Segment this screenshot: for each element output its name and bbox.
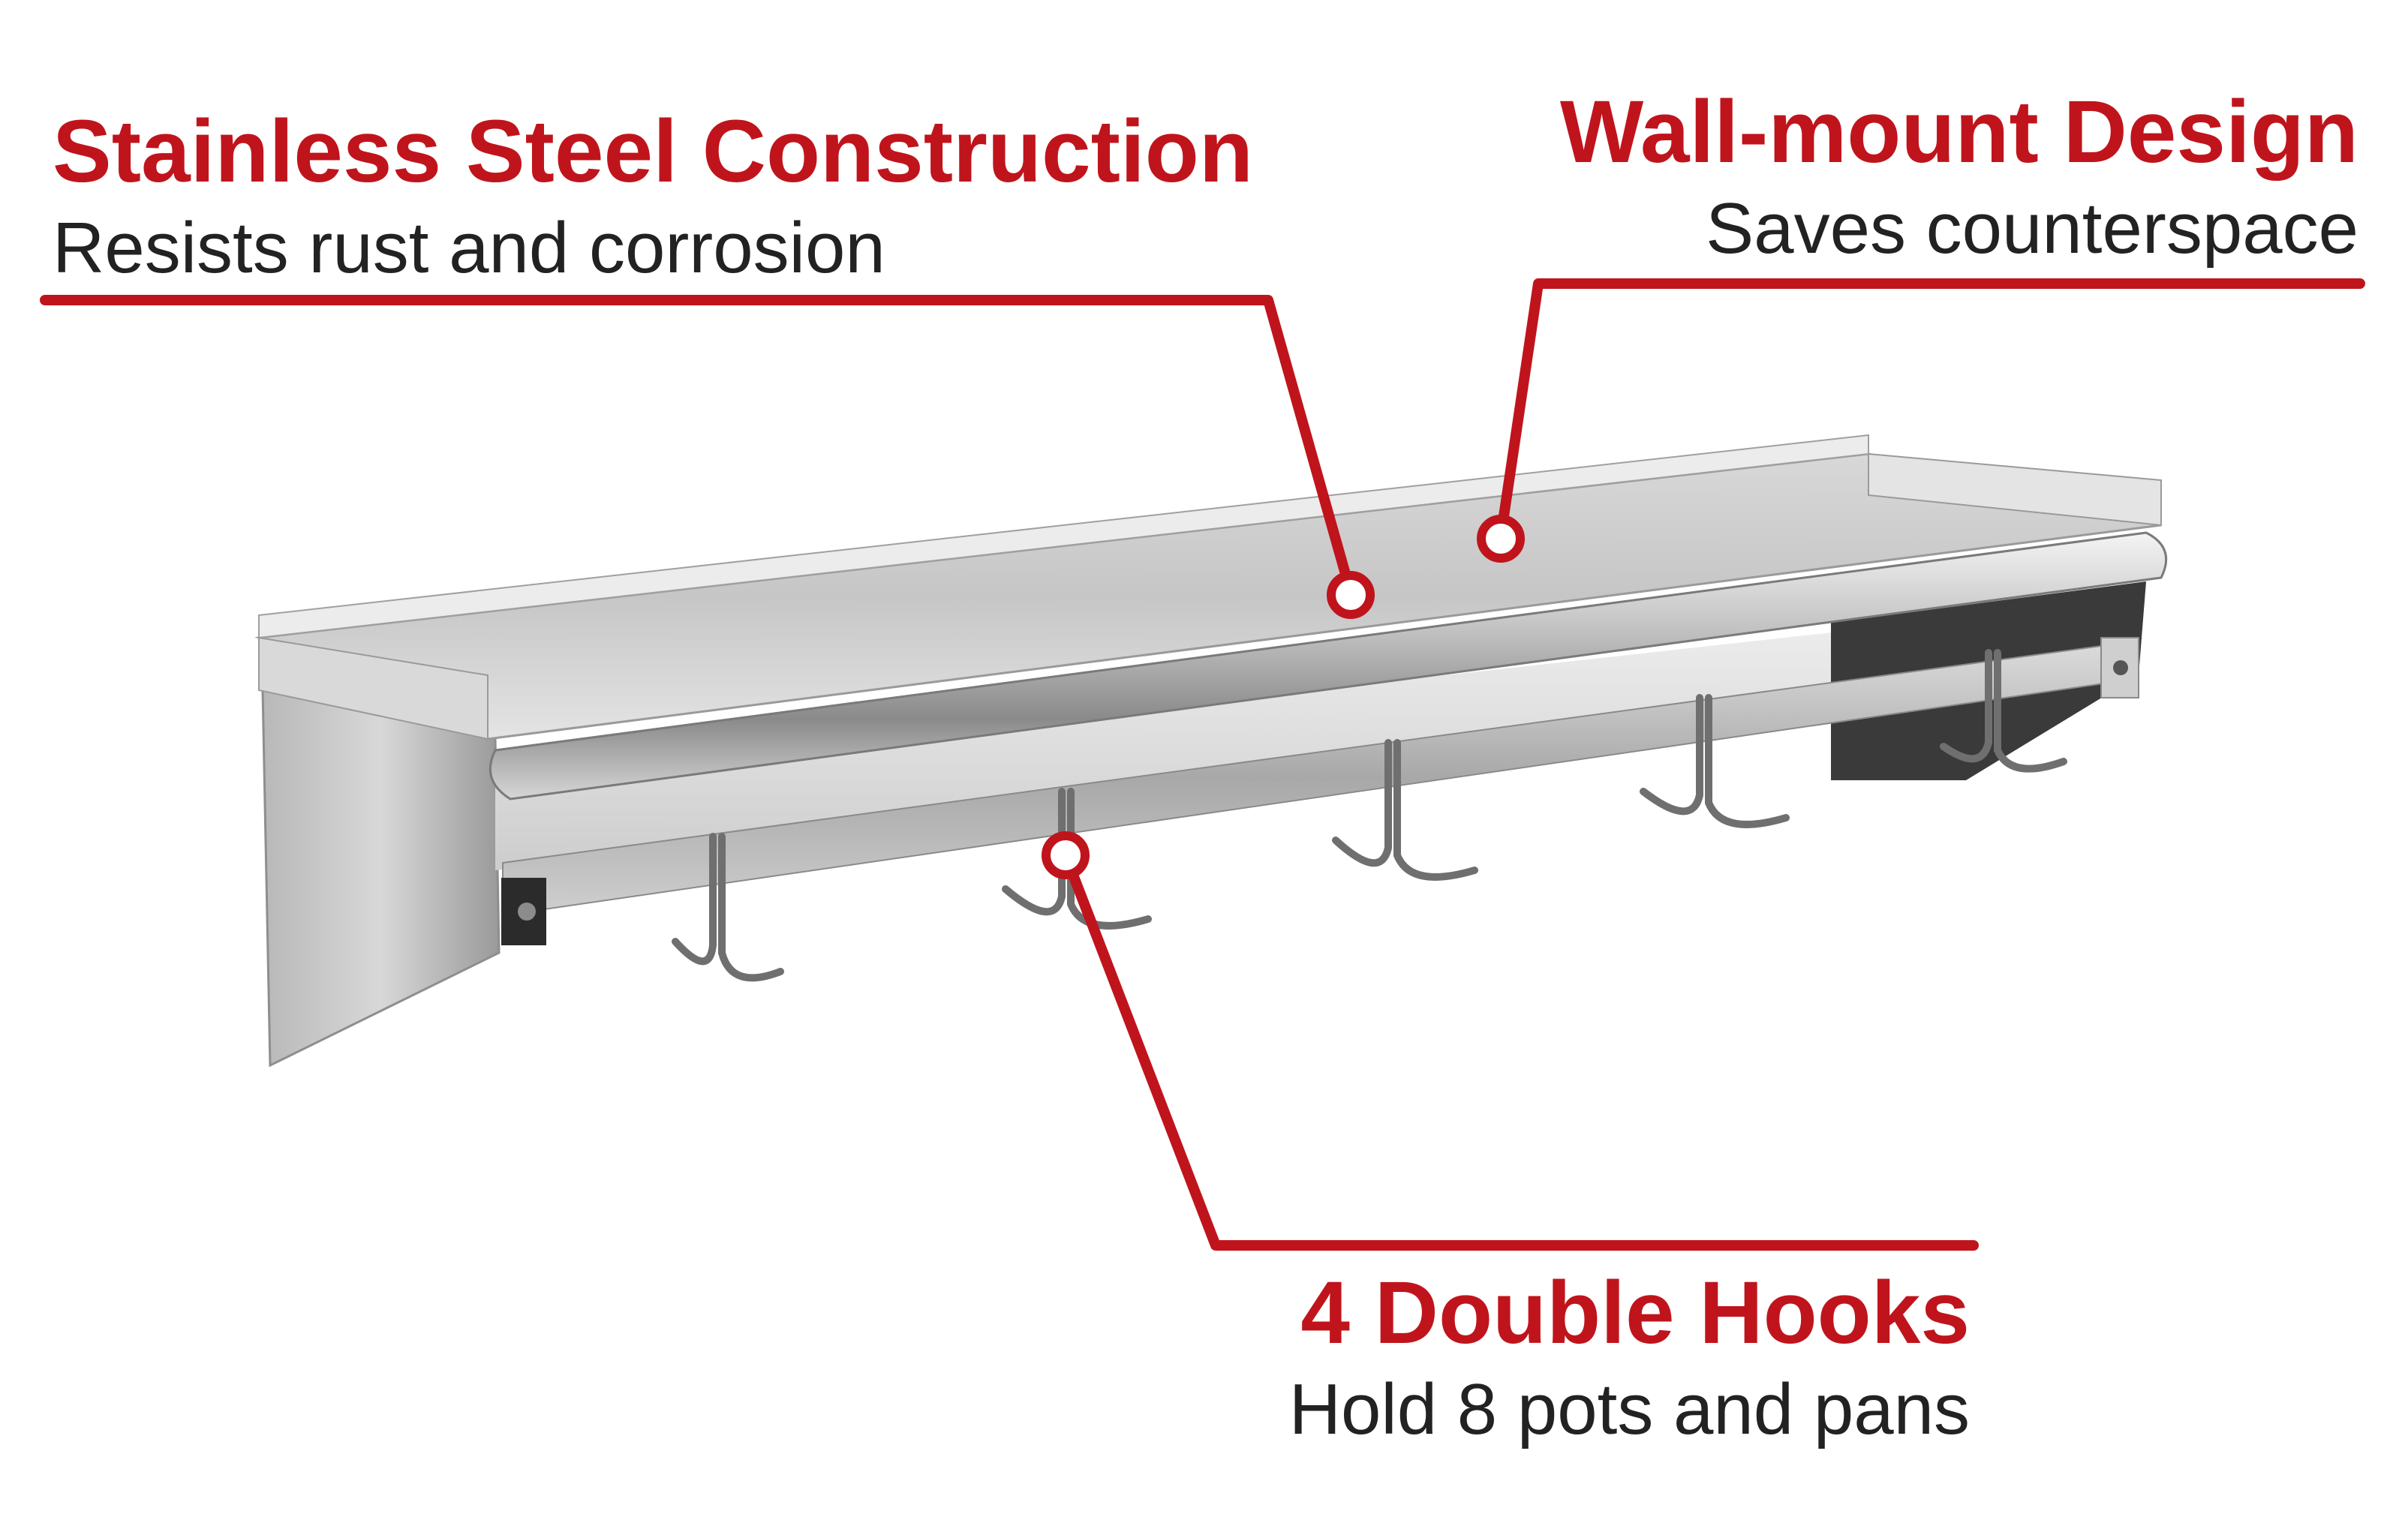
- callout-leaders: [40, 278, 2365, 1251]
- callout-subtitle: Saves counterspace: [1706, 188, 2358, 269]
- callout-title: Wall-mount Design: [1559, 83, 2358, 182]
- double-hook-icon: [1640, 694, 1790, 828]
- leader-hooks: [1060, 850, 1979, 1251]
- double-hook-icon: [672, 833, 784, 982]
- leader-wall-mount: [1496, 278, 2365, 542]
- double-hook-icon: [1940, 649, 2067, 773]
- left-bracket: [261, 689, 501, 1068]
- callout-wall-mount: Wall-mount Design Saves counterspace: [1559, 83, 2358, 270]
- shelf-front-lip: [489, 531, 2168, 801]
- callout-subtitle: Hold 8 pots and pans: [1288, 1368, 1970, 1449]
- callout-dot-icon: [1477, 515, 1525, 563]
- callout-title: 4 Double Hooks: [1300, 1263, 1970, 1362]
- callout-dot-icon: [1327, 571, 1375, 619]
- callout-title: Stainless Steel Construction: [53, 102, 1253, 201]
- callout-construction: Stainless Steel Construction Resists rus…: [53, 102, 1253, 290]
- leader-construction: [40, 295, 1356, 598]
- shelf-left-lip: [258, 636, 489, 740]
- callout-dot-icon: [1042, 831, 1090, 879]
- shelf-illustration: [254, 434, 2168, 1068]
- right-bolt-icon: [2113, 660, 2128, 675]
- left-bolt-icon: [518, 903, 536, 921]
- shelf-right-lip: [1868, 452, 2162, 527]
- shelf-back-panel: [495, 600, 2124, 870]
- callout-subtitle: Resists rust and corrosion: [53, 207, 885, 288]
- double-hook-icon: [1332, 739, 1478, 881]
- callout-hooks: 4 Double Hooks Hold 8 pots and pans: [1288, 1263, 1970, 1451]
